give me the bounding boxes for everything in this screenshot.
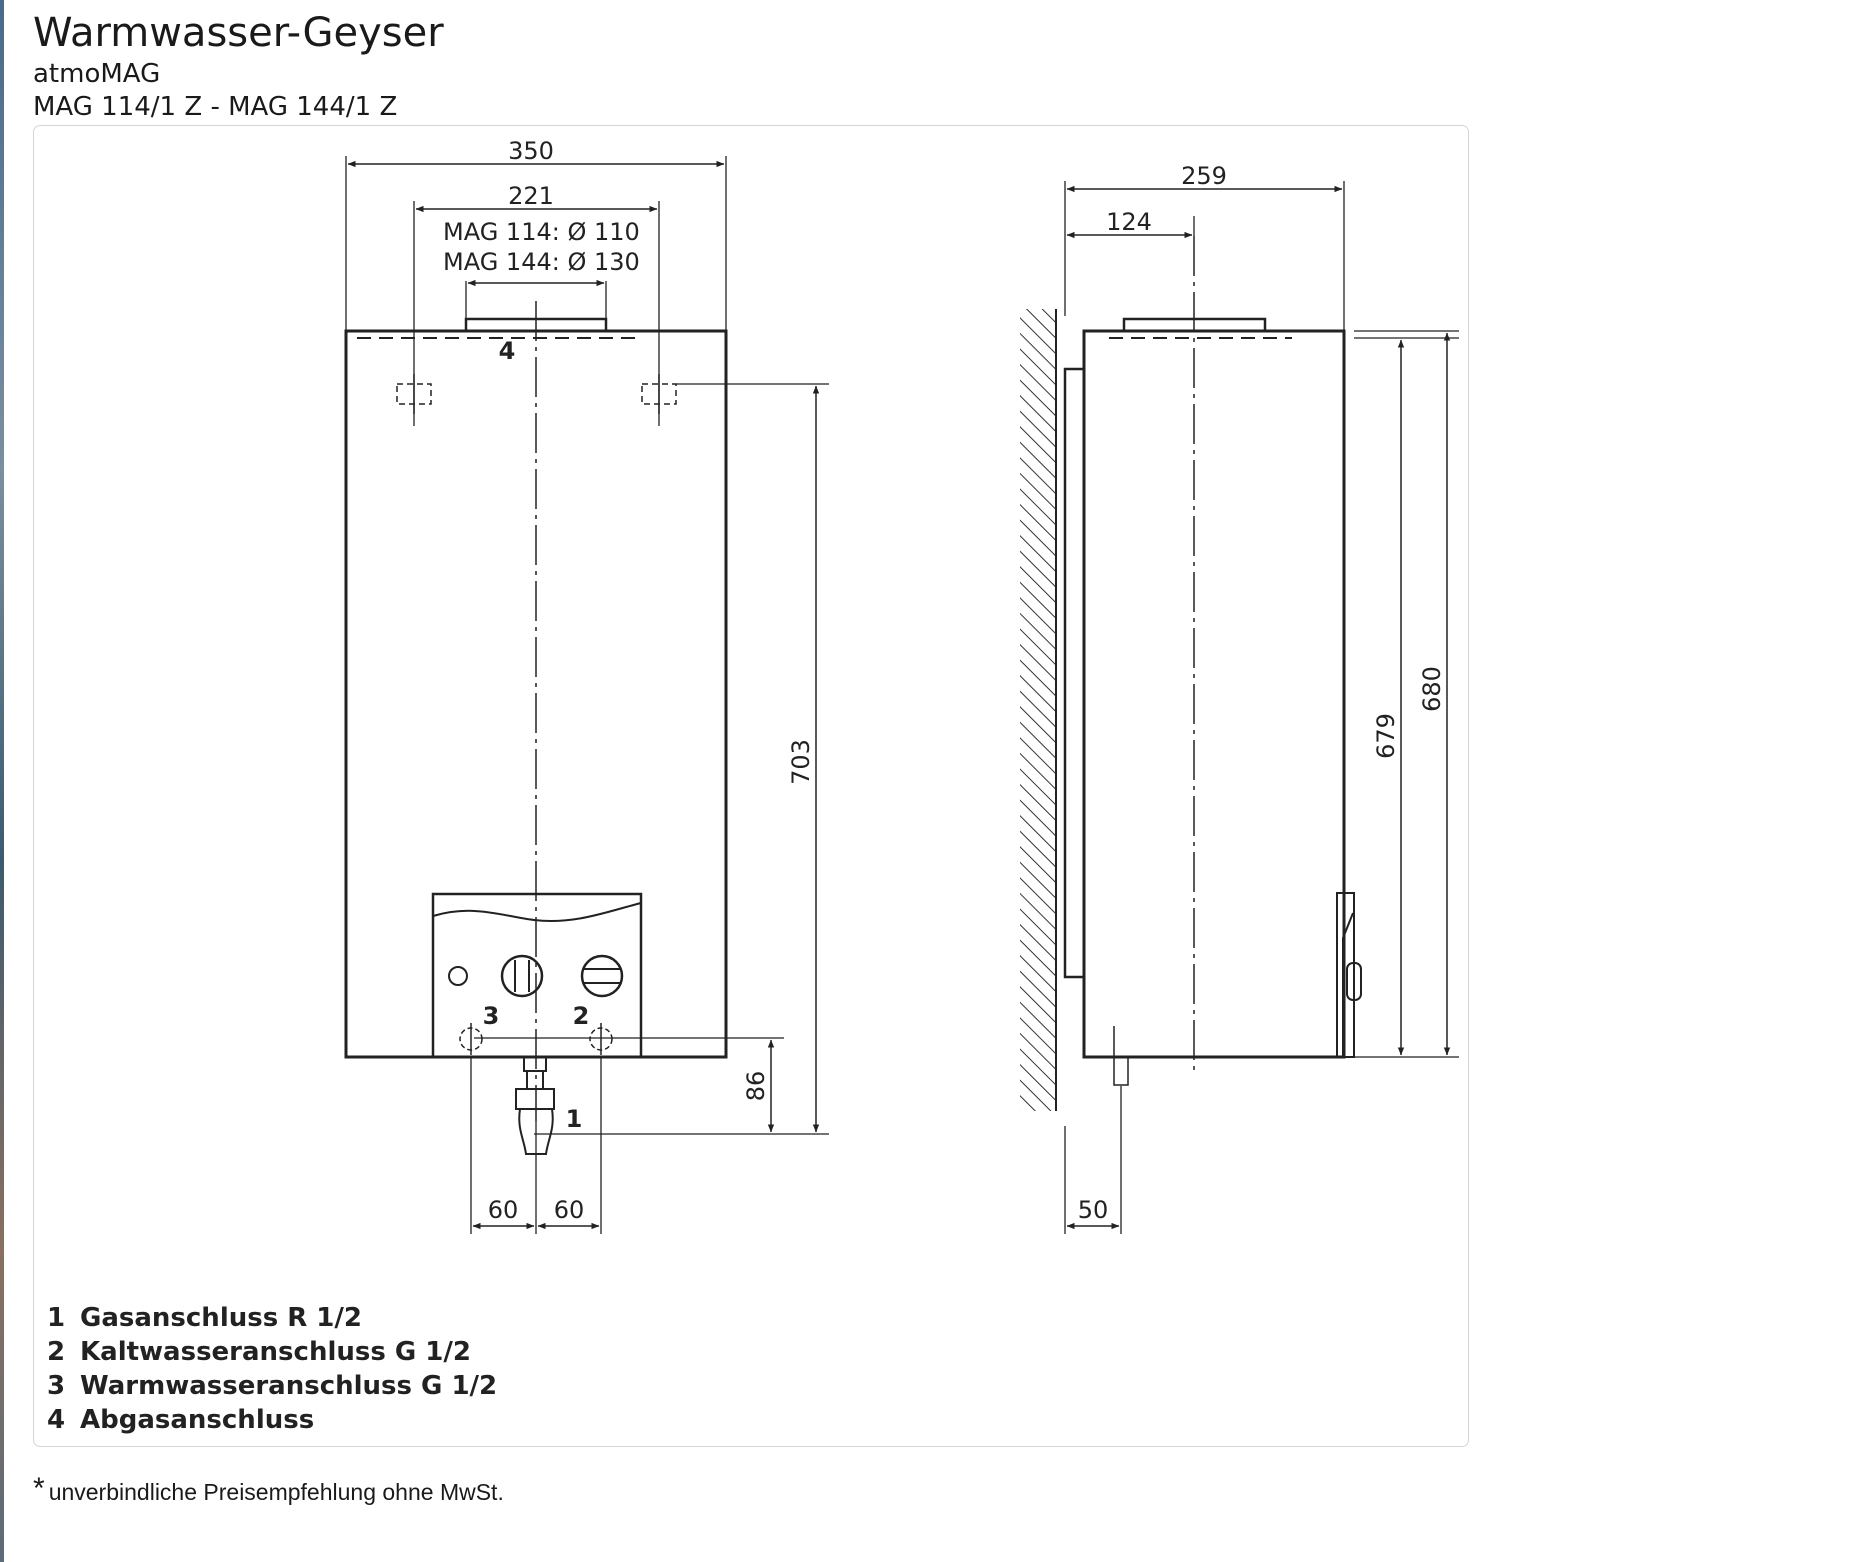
legend-number: 2 bbox=[47, 1337, 66, 1367]
legend-text: Warmwasseranschluss G 1/2 bbox=[80, 1371, 498, 1401]
legend-number: 3 bbox=[47, 1371, 66, 1401]
dim-label-259: 259 bbox=[1181, 162, 1227, 190]
legend-item: 4 Abgasanschluss bbox=[47, 1403, 497, 1437]
heater-side-body bbox=[1082, 329, 1346, 1059]
legend-text: Abgasanschluss bbox=[80, 1405, 315, 1435]
footnote-text: unverbindliche Preisempfehlung ohne MwSt… bbox=[48, 1479, 504, 1505]
front-cover-lip bbox=[1336, 892, 1362, 1058]
page-title: Warmwasser-Geyser bbox=[33, 10, 444, 56]
dim-label-703: 703 bbox=[787, 739, 815, 785]
dim-label-124: 124 bbox=[1106, 208, 1152, 236]
dim-label-60-left: 60 bbox=[488, 1196, 519, 1224]
dim-label-679: 679 bbox=[1372, 713, 1400, 759]
legend-text: Gasanschluss R 1/2 bbox=[80, 1303, 362, 1333]
legend-number: 4 bbox=[47, 1405, 66, 1435]
dimension-drawing: 350 221 MAG 114: Ø 110 MAG 144: Ø 130 70… bbox=[344, 137, 1459, 1234]
connection-legend: 1 Gasanschluss R 1/2 2 Kaltwasseranschlu… bbox=[47, 1301, 497, 1437]
connection-pipe-side bbox=[1113, 1026, 1129, 1086]
dimension-drawing-panel: 350 221 MAG 114: Ø 110 MAG 144: Ø 130 70… bbox=[33, 125, 1469, 1447]
legend-item: 1 Gasanschluss R 1/2 bbox=[47, 1301, 497, 1335]
dim-label-221: 221 bbox=[508, 182, 554, 210]
legend-item: 3 Warmwasseranschluss G 1/2 bbox=[47, 1369, 497, 1403]
temperature-knob bbox=[580, 954, 624, 998]
flue-label-mag144: MAG 144: Ø 130 bbox=[443, 248, 640, 276]
flue-label-mag114: MAG 114: Ø 110 bbox=[443, 218, 640, 246]
gas-valve bbox=[515, 1056, 555, 1155]
legend-text: Kaltwasseranschluss G 1/2 bbox=[80, 1337, 471, 1367]
dim-label-680: 680 bbox=[1418, 666, 1446, 712]
marker-3: 3 bbox=[483, 1002, 500, 1030]
model-range: MAG 114/1 Z - MAG 144/1 Z bbox=[33, 92, 398, 122]
control-panel bbox=[431, 892, 643, 1059]
hot-water-connection bbox=[459, 1023, 483, 1055]
header: Warmwasser-Geyser atmoMAG MAG 114/1 Z - … bbox=[33, 8, 444, 124]
dim-label-60-right: 60 bbox=[554, 1196, 585, 1224]
dim-label-50: 50 bbox=[1078, 1196, 1109, 1224]
cold-water-connection bbox=[589, 1023, 613, 1055]
marker-4: 4 bbox=[499, 337, 516, 365]
dim-label-350: 350 bbox=[508, 137, 554, 165]
marker-1: 1 bbox=[566, 1105, 583, 1133]
mounting-rail bbox=[1063, 367, 1086, 979]
legend-number: 1 bbox=[47, 1303, 66, 1333]
wall-hatching bbox=[1020, 309, 1056, 1111]
window-edge-strip bbox=[0, 0, 4, 1562]
footnote-asterisk: * bbox=[33, 1472, 45, 1505]
brand-name: atmoMAG bbox=[33, 59, 161, 89]
marker-2: 2 bbox=[573, 1002, 590, 1030]
gas-knob bbox=[500, 954, 544, 998]
price-footnote: *unverbindliche Preisempfehlung ohne MwS… bbox=[33, 1472, 504, 1508]
dim-label-86: 86 bbox=[742, 1071, 770, 1102]
legend-item: 2 Kaltwasseranschluss G 1/2 bbox=[47, 1335, 497, 1369]
